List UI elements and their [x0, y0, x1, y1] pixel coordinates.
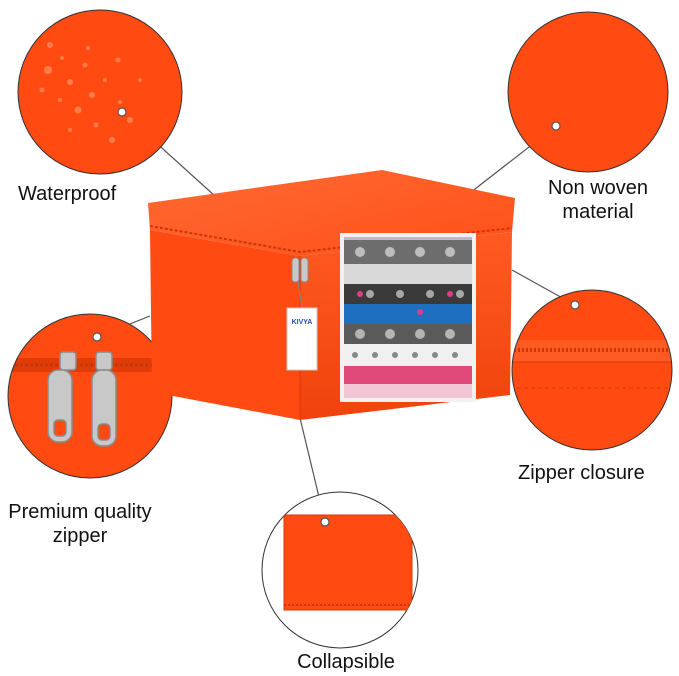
feature-label-waterproof: Waterproof: [18, 183, 117, 205]
bag-left-side: [150, 230, 300, 420]
feature-label-non-woven: Non woven material: [528, 176, 668, 224]
feature-label-non-woven-line1: Non woven: [547, 177, 649, 199]
waterproof-detail-circle: [17, 9, 183, 175]
feature-label-premium-line1: Premium quality: [8, 501, 152, 523]
feature-label-premium-line2: zipper: [52, 525, 108, 547]
feature-label-collapsible: Collapsible: [297, 651, 395, 673]
non-woven-detail-circle: [507, 11, 669, 173]
premium-zipper-detail-circle: [7, 313, 173, 479]
zipper-pull-right: [91, 351, 117, 447]
feature-label-non-woven-line2: material: [562, 201, 634, 223]
feature-label-zipper-closure: Zipper closure: [518, 462, 645, 484]
clear-window: [342, 235, 474, 400]
brand-tag: KIVYA: [286, 307, 318, 371]
feature-label-premium-zipper: Premium quality zipper: [0, 500, 160, 548]
bag-zipper-seam: [149, 225, 513, 254]
bag-zipper-pulls: [291, 257, 309, 283]
zipper-pull-left: [47, 351, 77, 443]
storage-bag: [148, 170, 515, 420]
brand-tag-text: KIVYA: [292, 319, 313, 326]
zipper-closure-detail-circle: [511, 289, 673, 451]
collapsible-detail-circle: [261, 491, 419, 649]
